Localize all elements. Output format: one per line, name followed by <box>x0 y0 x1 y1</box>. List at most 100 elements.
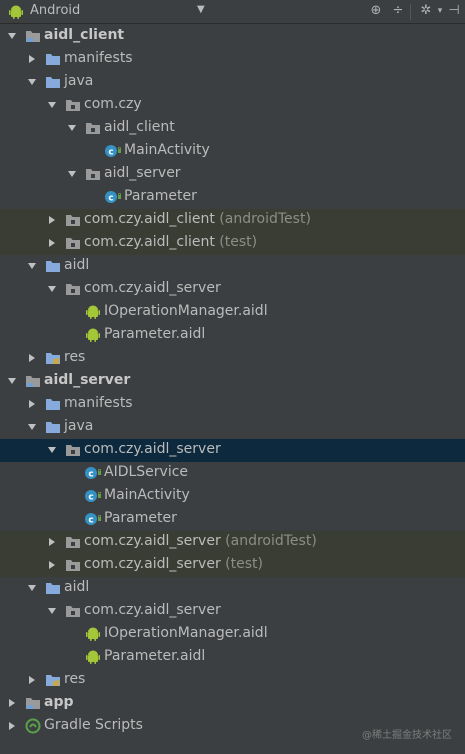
watermark: @稀土掘金技术社区 <box>362 730 452 741</box>
tree-row[interactable]: java <box>0 416 465 439</box>
package-icon <box>65 212 81 228</box>
tree-row[interactable]: java <box>0 71 465 94</box>
expanded-arrow-icon[interactable] <box>27 583 37 593</box>
collapse-all-icon[interactable]: ÷ <box>392 3 404 18</box>
tree-row[interactable]: Gradle Scripts <box>0 715 465 738</box>
tree-row[interactable]: aidl <box>0 577 465 600</box>
tree-row[interactable]: aidl_client <box>0 25 465 48</box>
tree-row[interactable]: manifests <box>0 48 465 71</box>
module-icon <box>25 373 41 389</box>
collapsed-arrow-icon[interactable] <box>27 353 37 363</box>
tree-row[interactable]: Parameter.aidl <box>0 646 465 669</box>
expanded-arrow-icon[interactable] <box>7 376 17 386</box>
tree-row[interactable]: com.czy.aidl_client (test) <box>0 232 465 255</box>
class-icon: c <box>85 488 101 504</box>
expanded-arrow-icon[interactable] <box>27 261 37 271</box>
class-icon: c <box>85 511 101 527</box>
expanded-arrow-icon[interactable] <box>47 100 57 110</box>
package-icon <box>85 166 101 182</box>
android-file-icon <box>85 649 101 665</box>
expanded-arrow-icon[interactable] <box>27 77 37 87</box>
tree-row[interactable]: com.czy <box>0 94 465 117</box>
tree-item-label: aidl_server <box>44 372 130 388</box>
item-name: app <box>44 694 74 710</box>
tree-row[interactable]: app <box>0 692 465 715</box>
tree-row[interactable]: aidl_client <box>0 117 465 140</box>
tree-item-label: Parameter.aidl <box>104 326 205 342</box>
tree-item-label: MainActivity <box>104 487 190 503</box>
expanded-arrow-icon[interactable] <box>47 284 57 294</box>
item-suffix: (test) <box>225 556 263 572</box>
collapsed-arrow-icon[interactable] <box>7 721 17 731</box>
item-name: MainActivity <box>104 487 190 503</box>
tree-row[interactable]: res <box>0 669 465 692</box>
class-icon: c <box>85 465 101 481</box>
folder-icon <box>45 74 61 90</box>
item-suffix: (test) <box>219 234 258 250</box>
svg-text:c: c <box>88 516 93 526</box>
svg-text:c: c <box>108 148 113 158</box>
tree-row[interactable]: com.czy.aidl_client (androidTest) <box>0 209 465 232</box>
tree-item-label: IOperationManager.aidl <box>104 625 268 641</box>
tree-row[interactable]: c Parameter <box>0 508 465 531</box>
expanded-arrow-icon[interactable] <box>47 606 57 616</box>
tree-item-label: com.czy.aidl_client (androidTest) <box>84 211 311 227</box>
tree-row[interactable]: manifests <box>0 393 465 416</box>
collapsed-arrow-icon[interactable] <box>27 675 37 685</box>
item-suffix: (androidTest) <box>219 211 311 227</box>
chevron-down-icon[interactable]: ▼ <box>197 4 205 15</box>
tree-row[interactable]: res <box>0 347 465 370</box>
class-icon: c <box>105 189 121 205</box>
item-name: java <box>64 418 94 434</box>
expanded-arrow-icon[interactable] <box>67 123 77 133</box>
gear-dropdown-icon[interactable]: ▾ <box>437 6 443 16</box>
tree-row[interactable]: IOperationManager.aidl <box>0 623 465 646</box>
android-file-icon <box>85 304 101 320</box>
tree-item-label: java <box>64 73 93 89</box>
item-name: java <box>64 73 94 89</box>
collapsed-arrow-icon[interactable] <box>47 537 57 547</box>
collapsed-arrow-icon[interactable] <box>47 215 57 225</box>
expanded-arrow-icon[interactable] <box>67 169 77 179</box>
package-icon <box>65 281 81 297</box>
tree-row[interactable]: com.czy.aidl_server <box>0 600 465 623</box>
tree-row[interactable]: com.czy.aidl_server (test) <box>0 554 465 577</box>
tree-item-label: Parameter <box>104 510 177 526</box>
view-selector[interactable]: Android <box>30 3 81 18</box>
collapsed-arrow-icon[interactable] <box>47 560 57 570</box>
expanded-arrow-icon[interactable] <box>7 31 17 41</box>
gear-icon[interactable]: ✲ <box>420 3 432 18</box>
folder-icon <box>45 419 61 435</box>
tree-row[interactable]: aidl_server <box>0 370 465 393</box>
tree-item-label: com.czy.aidl_server <box>84 441 221 457</box>
hide-icon[interactable]: ⊣ <box>448 3 460 18</box>
tree-row[interactable]: IOperationManager.aidl <box>0 301 465 324</box>
expanded-arrow-icon[interactable] <box>27 422 37 432</box>
item-name: aidl <box>64 257 90 273</box>
tree-row[interactable]: aidl_server <box>0 163 465 186</box>
tree-row[interactable]: com.czy.aidl_server <box>0 439 465 462</box>
tree-item-label: com.czy.aidl_server <box>84 280 221 296</box>
tree-item-label: com.czy.aidl_server (test) <box>84 556 263 572</box>
expanded-arrow-icon[interactable] <box>47 445 57 455</box>
tree-row[interactable]: com.czy.aidl_server <box>0 278 465 301</box>
locate-icon[interactable]: ⊕ <box>370 3 382 18</box>
res-folder-icon <box>45 672 61 688</box>
svg-text:c: c <box>88 470 93 480</box>
tree-row[interactable]: com.czy.aidl_server (androidTest) <box>0 531 465 554</box>
tree-row[interactable]: aidl <box>0 255 465 278</box>
collapsed-arrow-icon[interactable] <box>7 698 17 708</box>
tree-item-label: aidl_client <box>44 27 124 43</box>
class-icon: c <box>105 143 121 159</box>
tree-row[interactable]: Parameter.aidl <box>0 324 465 347</box>
svg-text:c: c <box>108 194 113 204</box>
collapsed-arrow-icon[interactable] <box>27 54 37 64</box>
package-icon <box>65 534 81 550</box>
collapsed-arrow-icon[interactable] <box>47 238 57 248</box>
item-name: com.czy.aidl_client <box>84 234 215 250</box>
collapsed-arrow-icon[interactable] <box>27 399 37 409</box>
